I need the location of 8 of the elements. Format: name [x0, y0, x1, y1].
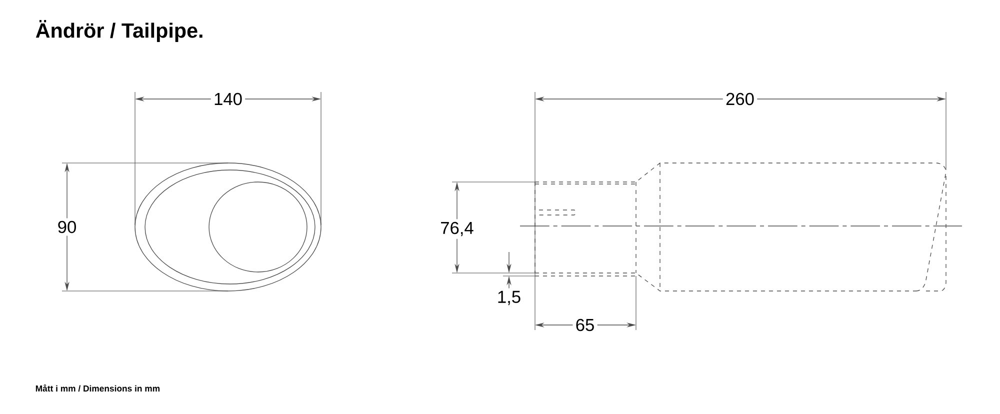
- title: Ändrör / Tailpipe.: [36, 20, 202, 42]
- dimension-label: 65: [572, 316, 598, 334]
- dimension-label: 1,5: [494, 288, 524, 308]
- dimension-label: 260: [722, 90, 758, 108]
- dimension-label: 140: [210, 90, 246, 108]
- dimension-label: 90: [54, 218, 80, 236]
- footnote: Mått i mm / Dimensions in mm: [36, 384, 160, 392]
- dimension-label: 76,4: [437, 219, 477, 239]
